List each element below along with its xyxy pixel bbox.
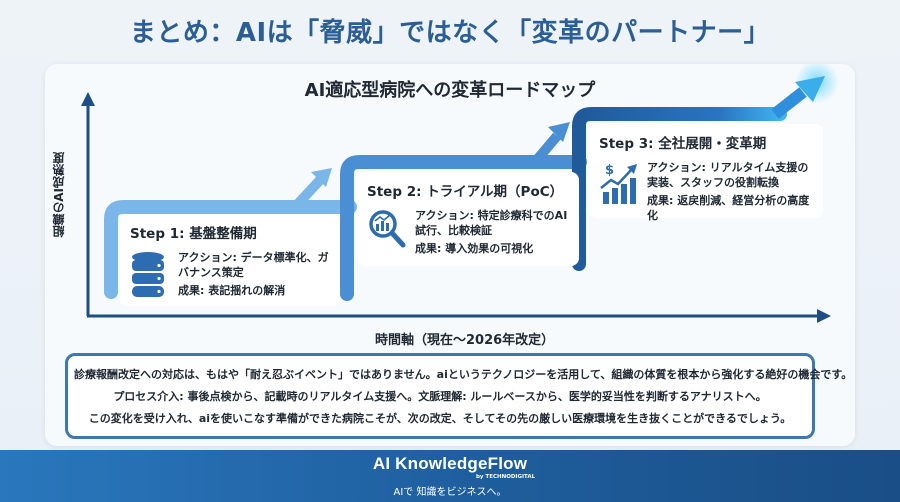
step3-title: Step 3: 全社展開・変革期	[599, 136, 767, 152]
summary-box: 診療報酬改定への対応は、もはや「耐え忍ぶイベント」ではありません。aiというテク…	[65, 353, 853, 439]
brand-tagline: AIで 知識をビジネスへ。	[393, 487, 507, 498]
step1-title: Step 1: 基盤整備期	[130, 226, 257, 242]
y-axis	[81, 92, 95, 316]
step1-path	[104, 168, 357, 299]
summary-line-1: 診療報酬改定への対応は、もはや「耐え忍ぶイベント」ではありません。aiというテク…	[74, 368, 853, 381]
dollar-growth-chart-icon: $	[599, 160, 639, 226]
roadmap-diagram	[81, 64, 839, 323]
brand-byline: by TECHNODIGITAL	[476, 474, 536, 480]
step2-title: Step 2: トライアル期（PoC）	[367, 184, 564, 200]
step2-path	[340, 122, 587, 301]
step3-box: Step 3: 全社展開・変革期 $ アクション: リアルタイム支援の実装、スタ…	[589, 124, 823, 222]
step2-box: Step 2: トライアル期（PoC） アクション: 特定診療科でのAI試行、比…	[357, 172, 579, 266]
x-axis	[87, 309, 831, 323]
database-icon	[130, 250, 170, 304]
y-axis-label: 組織のAI成熟度	[52, 152, 66, 238]
summary-line-2: プロセス介入: 事後点検から、記載時のリアルタイム支援へ。文脈理解: ルールベー…	[113, 390, 767, 403]
step1-action: アクション: データ標準化、ガバナンス策定	[178, 251, 329, 279]
step1-box: Step 1: 基盤整備期 アクション: データ標準化、ガバナンス策定 成果: …	[120, 214, 340, 306]
magnifier-chart-icon	[367, 208, 407, 259]
step3-result: 成果: 返戻削減、経営分析の高度化	[647, 194, 810, 222]
step1-result: 成果: 表記揺れの解消	[178, 284, 286, 297]
page-title: まとめ：AIは「脅威」ではなく「変革のパートナー」	[129, 18, 771, 48]
roadmap-title: AI適応型病院への変革ロードマップ	[304, 80, 596, 101]
x-axis-label: 時間軸（現在〜2026年改定）	[375, 333, 555, 348]
step2-result: 成果: 導入効果の可視化	[415, 242, 534, 255]
step2-action: アクション: 特定診療科でのAI試行、比較検証	[415, 209, 568, 237]
svg-text:$: $	[605, 163, 614, 178]
step3-action: アクション: リアルタイム支援の実装、スタッフの役割転換	[647, 161, 809, 189]
summary-line-3: この変化を受け入れ、aiを使いこなす準備ができた病院こそが、次の改定、そしてその…	[88, 412, 792, 425]
footer: AI KnowledgeFlow by TECHNODIGITAL AIで 知識…	[0, 450, 900, 502]
step3-path	[572, 64, 839, 271]
brand-logo: AI KnowledgeFlow	[372, 454, 528, 473]
roadmap-card: AI適応型病院への変革ロードマップ	[45, 64, 855, 446]
